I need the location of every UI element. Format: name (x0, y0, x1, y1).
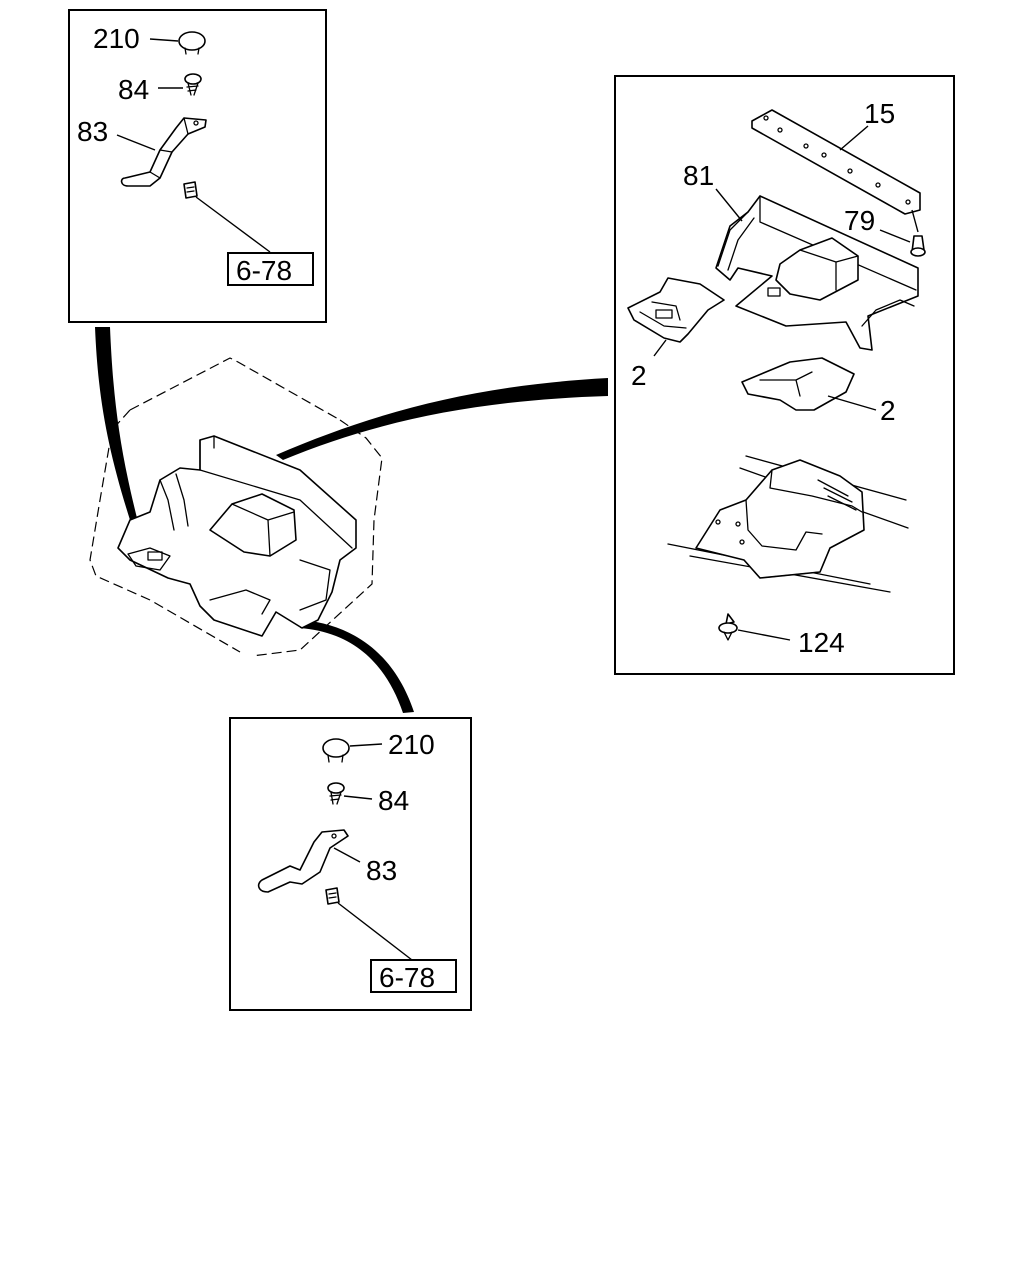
reference-6-78-bottom: 6-78 (370, 959, 457, 993)
push-pin-icon (718, 613, 738, 641)
label-83-bottom: 83 (366, 855, 397, 886)
callout-box-right: 15 81 79 2 (614, 75, 955, 675)
label-210: 210 (93, 23, 140, 54)
connector-band-topleft (95, 327, 137, 520)
clip-nut-icon-bottom (325, 887, 340, 905)
floor-panel-icon (715, 195, 919, 351)
label-84: 84 (118, 74, 149, 105)
label-83: 83 (77, 116, 108, 147)
callout-box-bottom: 210 84 83 6-78 (229, 717, 472, 1011)
cab-overview (89, 357, 383, 657)
label-81: 81 (683, 160, 714, 191)
clip-cap-icon-bottom (322, 738, 350, 763)
svg-text:6-78: 6-78 (379, 962, 435, 993)
bracket-icon-bottom (257, 829, 349, 893)
callout-box-topleft: 210 84 83 6-78 (68, 9, 327, 323)
floor-mat-left-icon (627, 277, 725, 343)
clip-icon (910, 235, 926, 257)
screw-icon-bottom (327, 782, 345, 805)
trim-strip-icon (751, 109, 921, 215)
label-124: 124 (798, 627, 845, 658)
floor-frame-icon (667, 455, 909, 593)
clip-nut-icon (183, 181, 198, 199)
label-84-bottom: 84 (378, 785, 409, 816)
floor-mat-right-icon (741, 357, 855, 411)
label-15: 15 (864, 98, 895, 129)
connector-band-right (276, 378, 608, 460)
label-2-left: 2 (631, 360, 647, 391)
label-2-right: 2 (880, 395, 896, 426)
screw-icon (184, 73, 202, 96)
clip-cap-icon (178, 31, 206, 55)
reference-6-78: 6-78 (227, 252, 314, 286)
label-79: 79 (844, 205, 875, 236)
label-210-bottom: 210 (388, 729, 435, 760)
svg-text:6-78: 6-78 (236, 255, 292, 286)
bracket-icon (120, 117, 207, 187)
connector-band-bottom (300, 620, 414, 713)
